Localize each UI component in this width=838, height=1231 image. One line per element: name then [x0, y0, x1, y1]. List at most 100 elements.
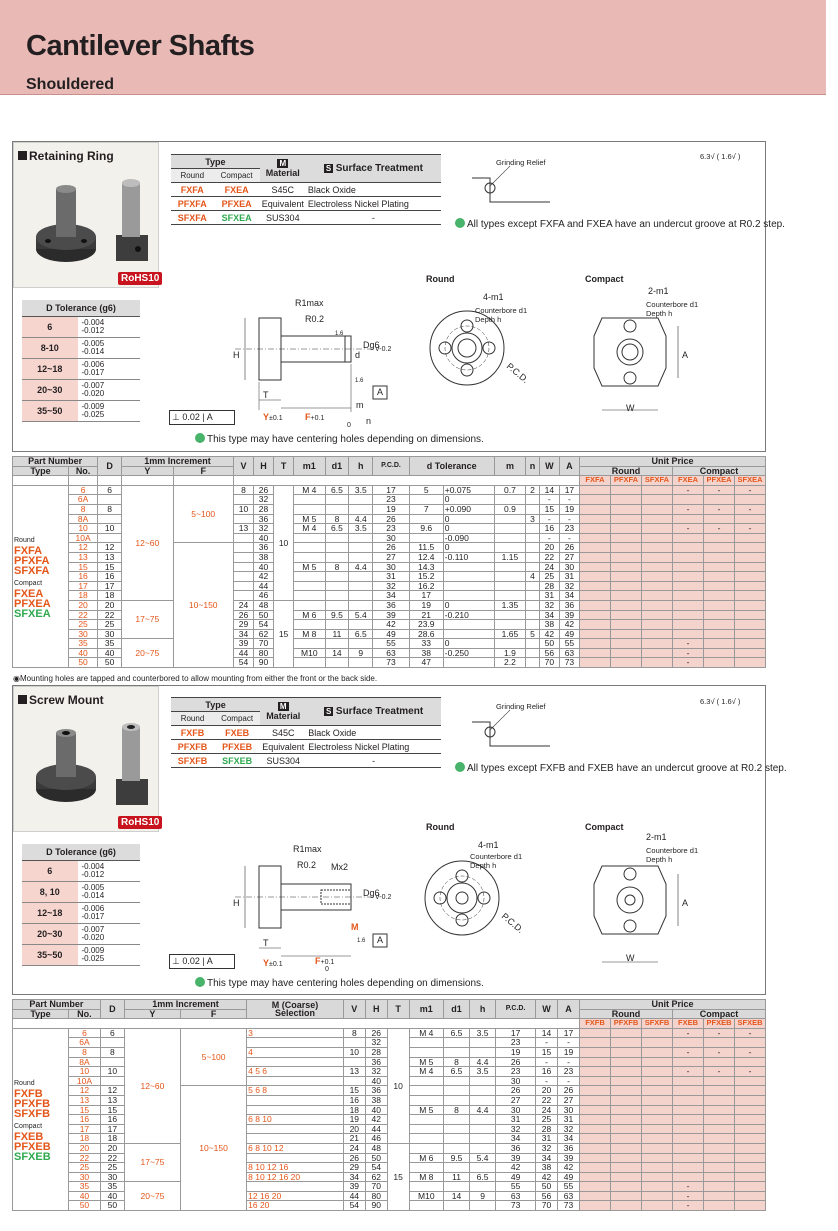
y-range: 20~75 — [123, 1181, 182, 1212]
price-cell — [703, 1181, 735, 1192]
price-cell: - — [734, 1027, 766, 1039]
cell-value — [469, 1085, 497, 1096]
cell-value: M 6 — [293, 609, 326, 621]
tol-upper: -0.006 — [81, 359, 105, 369]
col-pcd: P.C.D. — [372, 455, 410, 477]
price-cell — [703, 1123, 735, 1135]
cell-value: 32 — [535, 1142, 558, 1154]
cell-value — [525, 523, 540, 534]
d-value: 8 — [99, 1046, 125, 1058]
price-col-label: FXEA — [672, 475, 704, 486]
price-cell — [703, 1162, 735, 1173]
cell-value: 9 — [348, 647, 374, 659]
cell-value — [348, 590, 374, 601]
type-compact: PFXEB — [213, 739, 261, 754]
col-dtol: d Tolerance — [408, 455, 495, 477]
price-cell — [579, 1152, 611, 1164]
tolerance-value: -0.009-0.025 — [77, 400, 140, 422]
m-selection: 3 — [246, 1027, 344, 1039]
price-cell: - — [672, 1046, 704, 1058]
price-cell — [703, 599, 735, 611]
cell-value: 12.4 — [408, 551, 444, 563]
price-cell — [672, 580, 704, 592]
cell-value: M10 — [408, 1190, 444, 1202]
m-selection: 4 5 6 — [246, 1066, 344, 1077]
price-cell — [579, 494, 611, 505]
grinding-relief-detail: Grinding Relief — [470, 156, 560, 208]
cell-value: 15 — [538, 503, 560, 515]
datum-a: A — [377, 935, 384, 945]
cell-value — [324, 551, 350, 563]
price-cell — [703, 1152, 735, 1164]
price-cell — [641, 1056, 673, 1068]
type-label-c1: FXEA — [14, 588, 44, 601]
price-cell — [703, 1104, 735, 1116]
d-value: 8-10 — [22, 337, 78, 359]
round-view-label: Round — [426, 822, 455, 832]
roughness-mark: 1.6 — [335, 331, 344, 337]
surface-header: S Surface Treatment — [305, 154, 441, 183]
cell-value — [408, 1046, 444, 1058]
dtol-upper — [442, 580, 495, 592]
d-value: 6 — [99, 1027, 125, 1039]
dim-mx2: Mx2 — [331, 862, 349, 872]
cell-value — [324, 599, 350, 611]
m-selection — [246, 1133, 344, 1144]
material-icon: M — [277, 702, 289, 711]
price-cell — [703, 571, 735, 582]
surface-icon: S — [323, 164, 334, 173]
cell-value: 17 — [408, 590, 444, 601]
tol-lower: -0.017 — [81, 911, 105, 921]
price-cell — [734, 1075, 766, 1087]
price-cell — [672, 1152, 704, 1164]
cell-value: 36 — [558, 599, 581, 611]
price-cell — [610, 1152, 642, 1164]
price-cell — [579, 1066, 611, 1077]
price-cell — [672, 1114, 704, 1125]
cell-value — [493, 609, 527, 621]
f-range: 10~150 — [180, 1085, 248, 1212]
cell-value: 55 — [556, 1181, 581, 1192]
compact-view-label: Compact — [585, 822, 624, 832]
price-cell — [579, 1133, 611, 1144]
d-tolerance-table: D Tolerance (g6) 6-0.004-0.012 8, 10-0.0… — [22, 844, 140, 966]
cell-value: 42 — [495, 1162, 537, 1173]
d-value: 20 — [99, 1142, 125, 1154]
cell-value — [293, 590, 326, 601]
cell-value — [493, 561, 527, 573]
info-icon — [195, 433, 205, 443]
price-cell — [703, 628, 735, 640]
cell-value — [469, 1075, 497, 1087]
undercut-note: All types except FXFB and FXEB have an u… — [455, 762, 787, 774]
price-cell — [579, 1104, 611, 1116]
cell-value: 42 — [372, 619, 410, 630]
price-cell — [579, 1085, 611, 1096]
cell-value: M 5 — [408, 1104, 444, 1116]
m-selection — [246, 1181, 344, 1192]
price-cell: - — [672, 1027, 704, 1039]
cell-value — [324, 503, 350, 515]
y-range: 17~75 — [121, 599, 174, 640]
price-cell — [610, 513, 642, 525]
tol-lower: -0.017 — [81, 367, 105, 377]
cell-value: 5 — [408, 484, 444, 496]
price-cell — [672, 599, 704, 611]
cell-value — [469, 1162, 497, 1173]
price-cell — [579, 571, 611, 582]
price-cell — [579, 580, 611, 592]
material-value: SUS304 — [259, 210, 306, 225]
col-pcd: P.C.D. — [495, 998, 537, 1020]
section-title: Retaining Ring — [18, 149, 114, 163]
v-value: 54 — [232, 657, 255, 669]
price-cell — [610, 599, 642, 611]
price-cell — [579, 609, 611, 621]
price-cell — [579, 1181, 611, 1192]
cell-value: 55 — [495, 1181, 537, 1192]
v-value — [232, 542, 255, 553]
col-a: A — [556, 998, 581, 1020]
